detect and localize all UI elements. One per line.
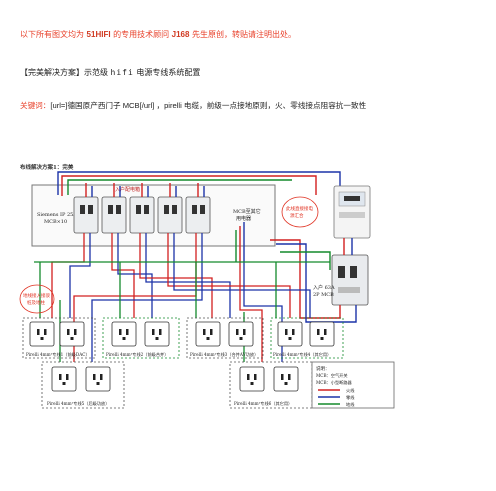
notice-text-after: 先生原创，转贴请注明出处。: [192, 30, 296, 39]
outlet-group-2: Pirelli 4mm²专线2（前级合并）: [102, 317, 180, 359]
outlet-label-2: Pirelli 4mm²专线2（前级合并）: [106, 351, 168, 358]
outlet-label-4: Pirelli 4mm²专线4（其它用）: [273, 351, 331, 358]
legend-item-4: 零线: [346, 394, 355, 401]
main-feed-wires: [235, 222, 357, 323]
bus-wires: [57, 171, 341, 197]
legend-item-2: MCB：小型断路器: [316, 379, 353, 386]
outlet-label-5: Pirelli 4mm²专线5（后级功放）: [47, 400, 109, 407]
heading-suffix: 电源专线系统配置: [136, 68, 201, 77]
panel-label: 入户配电箱: [115, 186, 140, 193]
meter-note-2: 源汇合: [290, 212, 304, 219]
legend-item-3: 火线: [346, 387, 355, 393]
main-label-2: 2P MCB: [313, 292, 334, 298]
legend: 说明： MCB：空气开关 MCB：小型断路器 火线 零线 地线: [311, 361, 395, 409]
siemens-label-1: Siemens IP 25A: [37, 212, 77, 218]
meter-note-1: 此线直接接电: [286, 205, 313, 212]
breaker-5: [185, 196, 211, 234]
main-breaker: [331, 254, 369, 306]
copyright-notice: 以下所有图文均为 51HIFI 的专用技术顾问 J168 先生原创，转贴请注明出…: [20, 29, 296, 40]
notice-text-before: 以下所有图文均为: [20, 30, 84, 39]
notice-text-mid: 的专用技术顾问: [113, 30, 170, 39]
outlet-group-6: Pirelli 4mm²专线6（其它用）: [229, 361, 313, 409]
ground-note-2: 桩及地柱: [27, 299, 45, 306]
page-heading: 【完美解决方案】示范级 hifi 电源专线系统配置: [20, 67, 200, 78]
meter-note-circle: [281, 196, 319, 228]
mcb-note-2: 用电器: [236, 215, 251, 222]
keywords-label: 关键词：: [20, 101, 51, 110]
keywords-line: 关键词：[url=]德国原产西门子 MCB[/url] ，pirelli 电缆，…: [20, 100, 366, 111]
breaker-2: [101, 196, 127, 234]
outlet-group-4: Pirelli 4mm²专线4（其它用）: [270, 317, 344, 359]
legend-item-1: MCB：空气开关: [316, 372, 348, 379]
main-label-1: 入户 63A: [313, 284, 335, 291]
ground-note-circle: [19, 284, 55, 314]
outlet-label-1: Pirelli 4mm²专线1（前级DAC）: [26, 351, 90, 358]
heading-prefix: 【完美解决方案】示范级: [20, 68, 108, 77]
notice-brand: 51HIFI: [86, 30, 111, 39]
breaker-row: [73, 196, 211, 234]
siemens-label-2: MCB×10: [44, 219, 67, 225]
legend-title: 说明：: [316, 365, 330, 372]
outlet-group-1: Pirelli 4mm²专线1（前级DAC）: [22, 317, 96, 359]
scheme-title: 布线解决方案1：完美: [20, 163, 74, 171]
mcb-note-1: MCB至其它: [233, 208, 261, 215]
heading-mono: hifi: [110, 68, 134, 77]
keywords-text: [url=]德国原产西门子 MCB[/url] ，pirelli 电缆，前级一点…: [50, 101, 367, 110]
outlet-label-3: Pirelli 4mm²专线3（合并AV功放）: [190, 351, 258, 358]
outlet-label-6: Pirelli 4mm²专线6（其它用）: [234, 400, 292, 407]
electric-meter: [333, 185, 371, 239]
notice-author: J168: [171, 30, 190, 39]
feeder-wires: [34, 233, 330, 362]
outlet-group-5: Pirelli 4mm²专线5（后级功放）: [41, 361, 125, 409]
outlet-group-3: Pirelli 4mm²专线3（合并AV功放）: [186, 317, 264, 359]
breaker-1: [73, 196, 99, 234]
legend-item-5: 地线: [346, 401, 355, 407]
breaker-4: [157, 196, 183, 234]
breaker-3: [129, 196, 155, 234]
ground-note-1: 地线接入接驳: [23, 292, 50, 299]
